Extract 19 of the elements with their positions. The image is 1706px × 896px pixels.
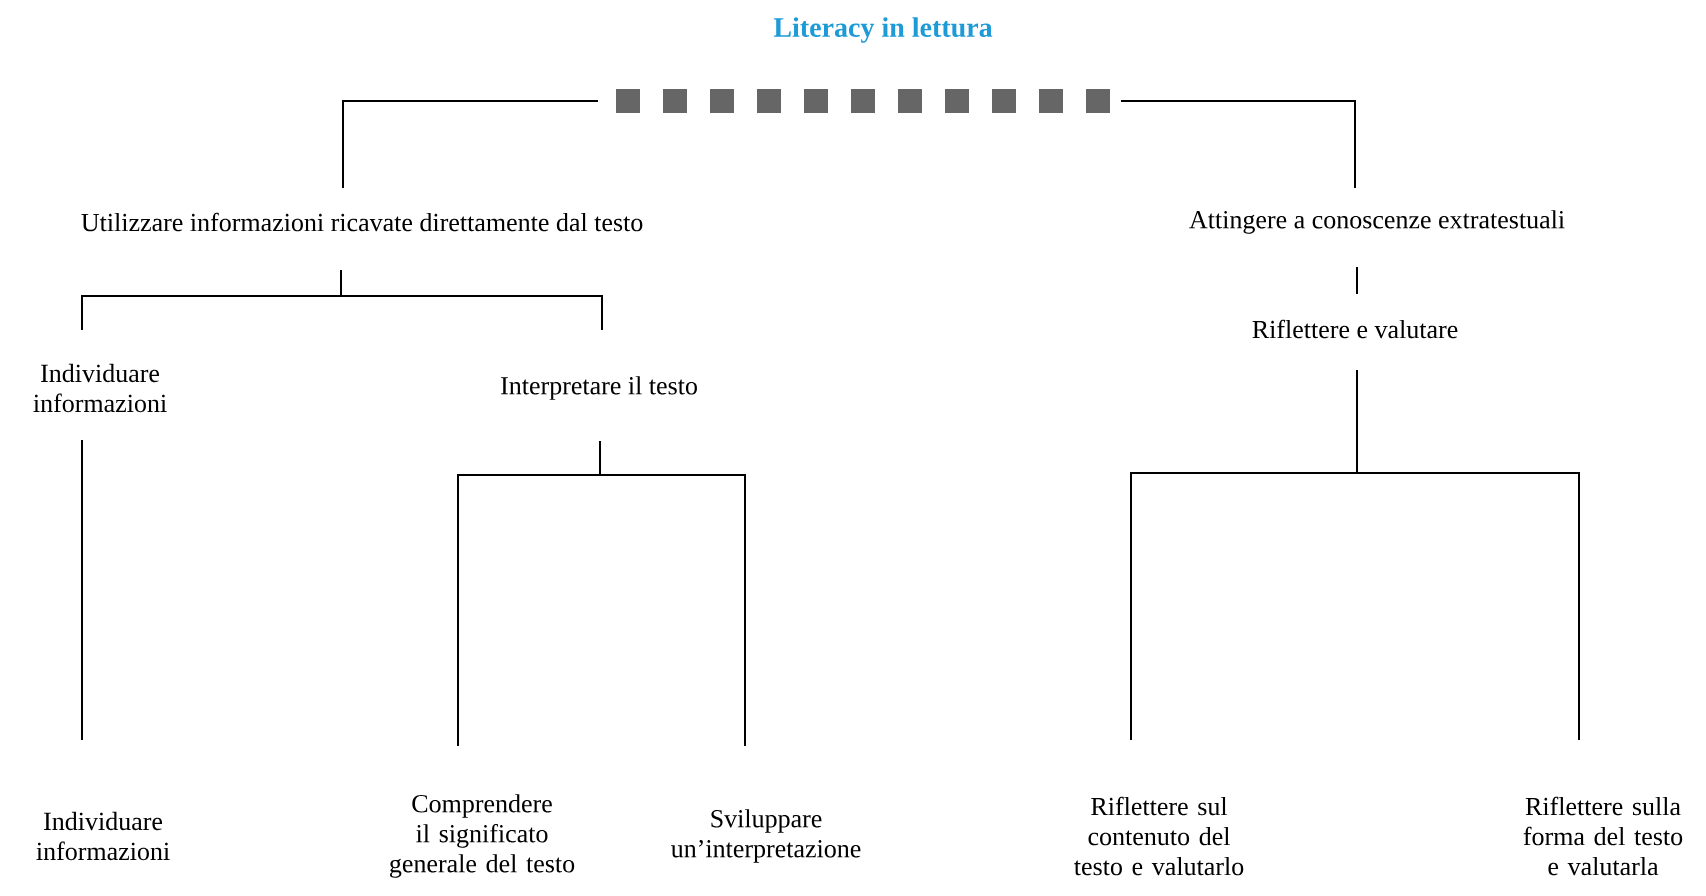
connector-line xyxy=(1356,369,1580,741)
node-label: Individuare informazioni xyxy=(33,363,167,413)
connector-line xyxy=(342,100,599,189)
node-label: Riflettere sulla forma del testo e valutarla xyxy=(1523,796,1683,876)
connector-line xyxy=(1356,266,1358,295)
node-label: Riflettere sul contenuto del testo e valutarlo xyxy=(1074,796,1244,876)
connector-line xyxy=(340,269,603,331)
connector-line xyxy=(599,440,746,747)
title: Literacy in lettura xyxy=(773,17,993,43)
node-label: Individuare informazioni xyxy=(36,811,170,861)
node-label: Attingere a conoscenze extratestuali xyxy=(1189,210,1565,234)
connector-line xyxy=(81,439,83,741)
connector-line xyxy=(1120,100,1356,189)
dashed-bar xyxy=(616,89,1110,113)
node-label: Sviluppare un’interpretazione xyxy=(671,809,861,863)
node-label: Comprendere il significato generale del testo xyxy=(390,794,575,878)
node-label: Interpretare il testo xyxy=(501,376,697,400)
node-label: Riflettere e valutare xyxy=(1252,319,1458,339)
node-label: Utilizzare informazioni ricavate direttamente dal testo xyxy=(81,212,643,232)
